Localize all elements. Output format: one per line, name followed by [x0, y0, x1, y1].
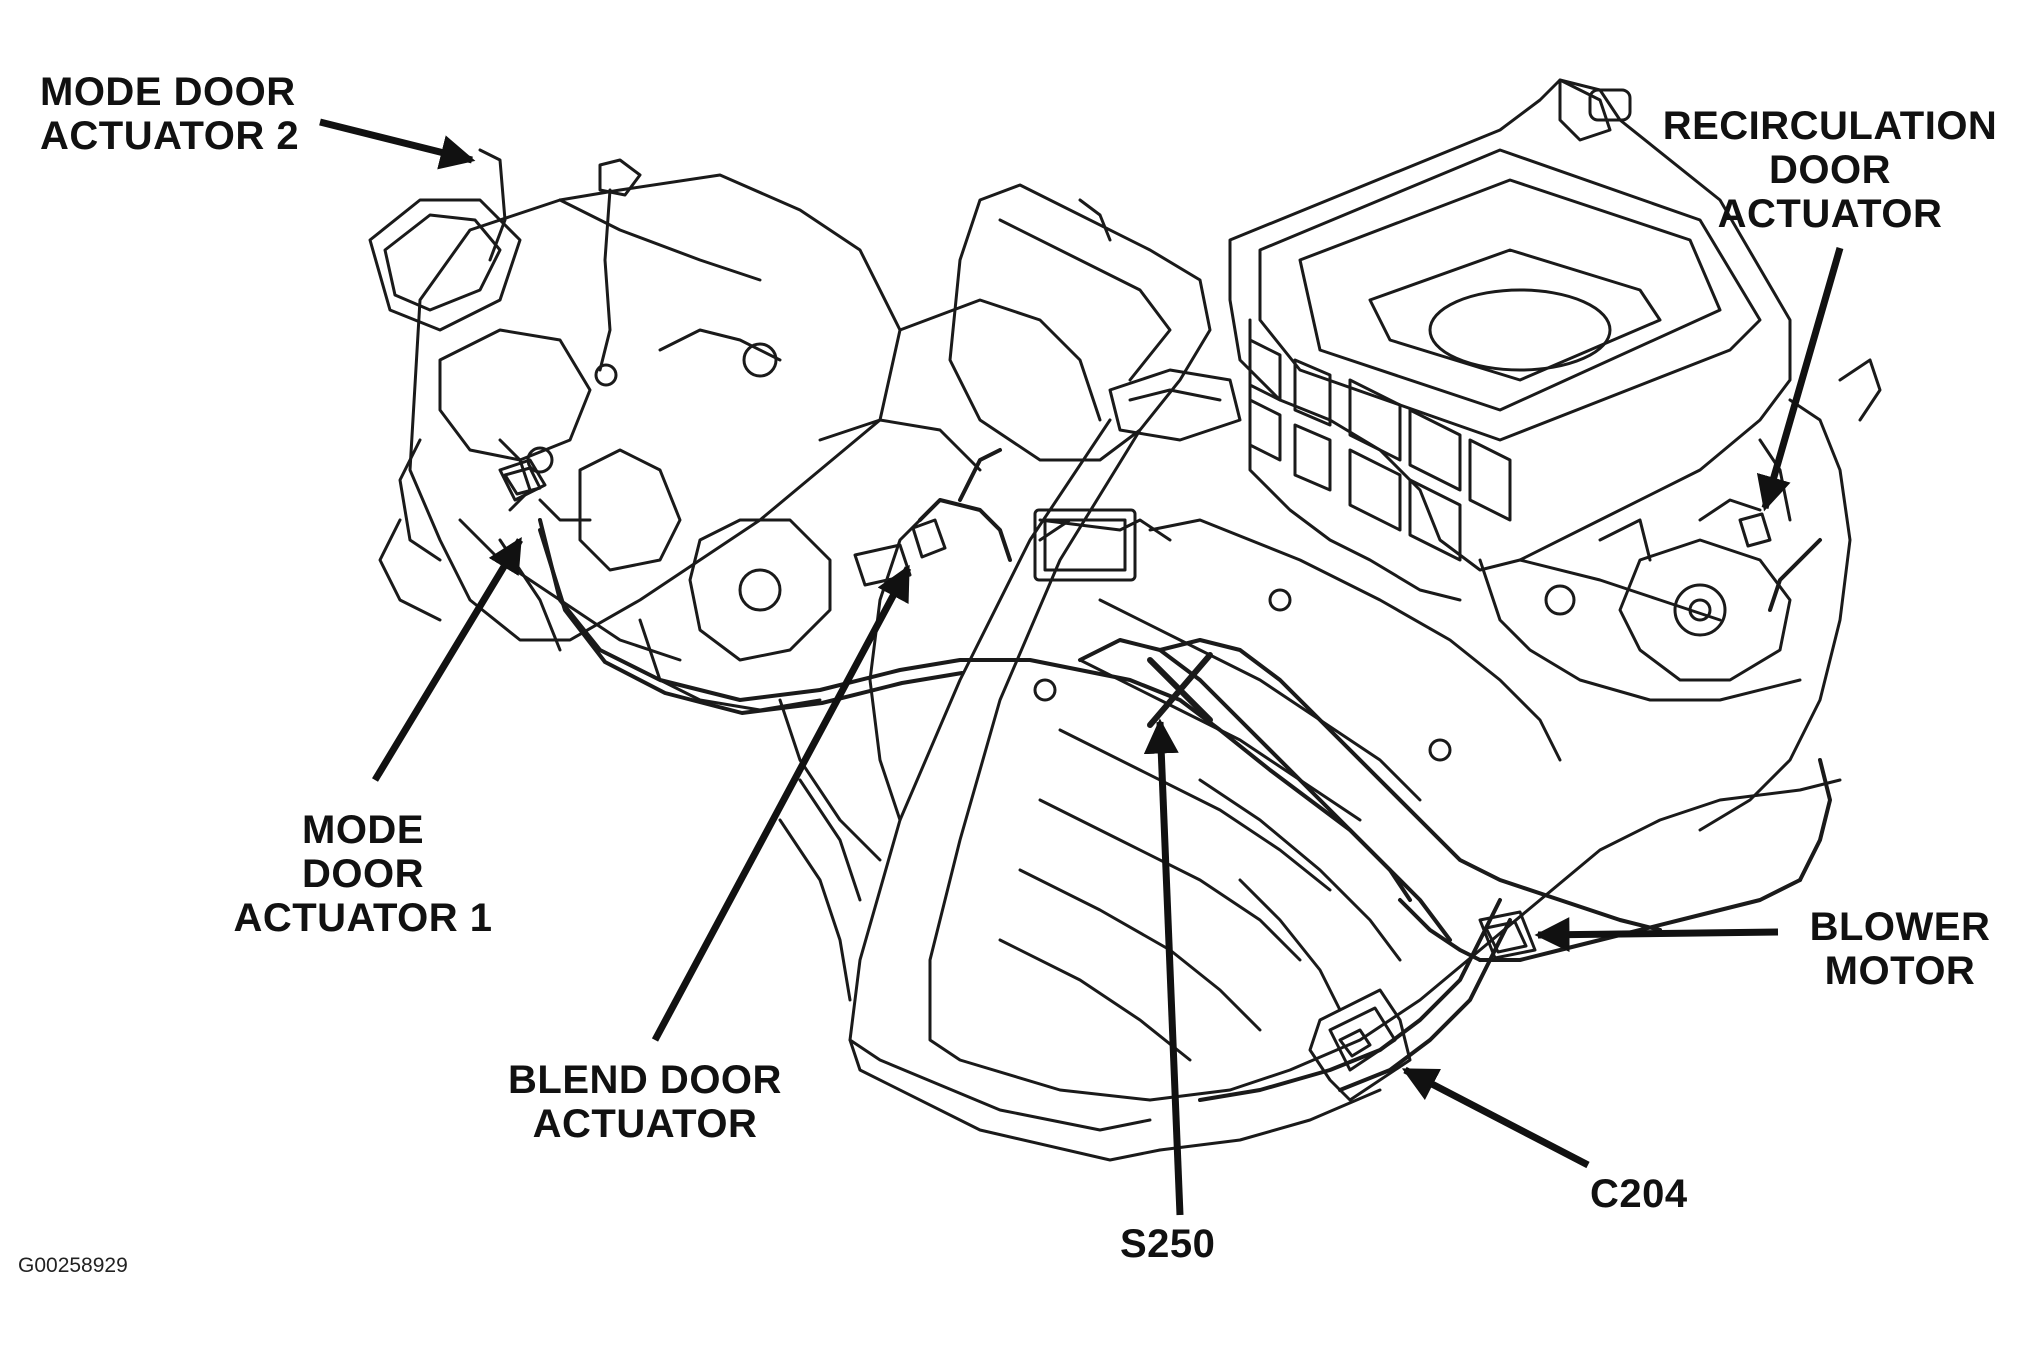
arrow-recirculation-door-actuator [1756, 247, 1844, 512]
figure-code: G00258929 [18, 1254, 128, 1277]
label-c204: C204 [1590, 1172, 1688, 1216]
central-duct [818, 183, 1212, 472]
mode-door-housing [368, 148, 902, 712]
label-s250: S250 [1120, 1222, 1216, 1266]
arrow-blend-door-actuator [651, 564, 912, 1042]
arrow-s250 [1143, 718, 1184, 1216]
label-mode-door-actuator-1: MODE DOOR ACTUATOR 1 [233, 808, 493, 940]
label-blower-motor: BLOWER MOTOR [1809, 905, 1991, 993]
arrow-mode-door-actuator-1 [372, 537, 523, 782]
label-mode-door-actuator-2: MODE DOOR ACTUATOR 2 [40, 70, 300, 158]
arrow-mode-door-actuator-2 [319, 118, 476, 170]
label-recirculation-door-actuator: RECIRCULATION DOOR ACTUATOR [1662, 104, 1998, 236]
splice-s250-mark [1147, 652, 1213, 728]
wiring-harness [538, 448, 1832, 1102]
label-blend-door-actuator: BLEND DOOR ACTUATOR [508, 1058, 782, 1146]
blower-housing [1228, 78, 1882, 832]
heater-core-box [778, 368, 1842, 1162]
connectors [498, 458, 1772, 1102]
arrow-c204 [1401, 1066, 1590, 1169]
arrow-blower-motor [1534, 917, 1779, 953]
